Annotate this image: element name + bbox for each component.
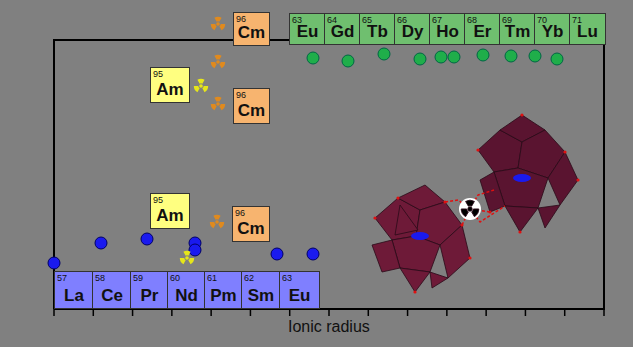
atomic-number: 60	[170, 273, 180, 283]
element-symbol: Cm	[234, 23, 269, 42]
atomic-number: 62	[244, 273, 254, 283]
element-tile: 95Am	[150, 193, 190, 229]
element-symbol: Eu	[290, 22, 325, 41]
atomic-number: 95	[153, 195, 163, 205]
element-symbol: Am	[151, 206, 189, 225]
element-tile: 95Am	[150, 67, 190, 103]
element-tile: 63Eu	[279, 271, 320, 309]
green-dots	[307, 48, 563, 67]
element-symbol: Gd	[325, 22, 360, 41]
blue-dots	[48, 233, 319, 269]
element-symbol: Er	[465, 22, 500, 41]
element-symbol: Sm	[242, 286, 280, 305]
element-symbol: Ce	[93, 286, 131, 305]
element-symbol: Am	[151, 80, 189, 99]
element-tile: 62Sm	[241, 271, 281, 309]
element-symbol: Pm	[205, 286, 242, 305]
element-tile: 59Pr	[130, 271, 169, 309]
element-symbol: Yb	[535, 22, 570, 41]
element-tile: 96Cm	[233, 12, 270, 46]
element-tile: 96Cm	[233, 88, 270, 124]
atomic-number: 63	[282, 273, 292, 283]
element-symbol: Cm	[233, 219, 269, 238]
element-tile: 60Nd	[167, 271, 206, 309]
crystal-structure	[372, 113, 580, 293]
atomic-number: 96	[236, 90, 246, 100]
element-symbol: Nd	[168, 286, 205, 305]
element-tile: 71Lu	[569, 13, 606, 45]
element-tile: 66Dy	[394, 13, 431, 45]
atomic-number: 95	[153, 69, 163, 79]
element-symbol: La	[55, 286, 93, 305]
atomic-number: 57	[57, 273, 67, 283]
element-tile: 70Yb	[534, 13, 571, 45]
atomic-number: 59	[133, 273, 143, 283]
element-tile: 69Tm	[499, 13, 536, 45]
atomic-number: 96	[235, 208, 245, 218]
atomic-number: 96	[236, 14, 246, 24]
element-tile: 96Cm	[232, 206, 270, 242]
element-symbol: Tm	[500, 22, 535, 41]
element-symbol: Lu	[570, 22, 605, 41]
element-symbol: Cm	[234, 101, 269, 120]
element-tile: 68Er	[464, 13, 501, 45]
atomic-number: 61	[207, 273, 217, 283]
element-symbol: Dy	[395, 22, 430, 41]
element-tile: 61Pm	[204, 271, 243, 309]
plot-frame	[54, 40, 604, 316]
element-symbol: Eu	[280, 286, 319, 305]
element-tile: 63Eu	[289, 13, 326, 45]
element-symbol: Ho	[430, 22, 465, 41]
element-tile: 65Tb	[359, 13, 396, 45]
element-symbol: Pr	[131, 286, 168, 305]
element-tile: 57La	[54, 271, 94, 309]
element-tile: 58Ce	[92, 271, 132, 309]
axis-title: Ionic radius	[288, 318, 370, 336]
element-tile: 64Gd	[324, 13, 361, 45]
element-symbol: Tb	[360, 22, 395, 41]
atomic-number: 58	[95, 273, 105, 283]
element-tile: 67Ho	[429, 13, 466, 45]
